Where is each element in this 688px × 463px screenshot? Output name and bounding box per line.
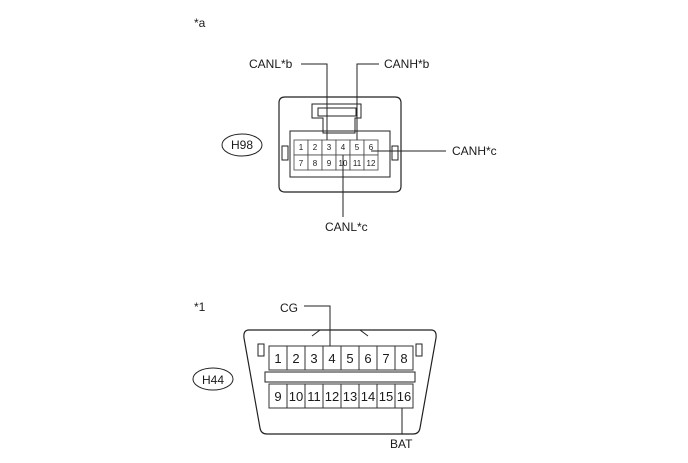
h98-connector-id: H98 [231,138,253,152]
h44-pin-row-upper [268,345,414,371]
top-diagram-marker: *a [194,16,206,30]
h98-pin-label: 5 [355,143,360,152]
h98-latch [311,103,362,134]
h44-pin-cell [394,383,414,409]
h98-latch-inner [317,107,357,117]
bottom-diagram-marker: *1 [194,300,206,314]
h44-key-notch [311,329,369,337]
callout-cg-leader [304,305,331,346]
h98-pin-grid: 1 2 3 4 5 6 7 8 9 10 11 12 [293,139,379,171]
h44-pin-label: 7 [382,351,389,366]
h44-pin-cell [394,345,414,371]
h44-pin-label: 2 [292,351,299,366]
h98-left-tab [281,145,289,161]
h98-pin-label: 3 [327,143,332,152]
callout-bat: BAT [390,437,413,451]
h44-pin-label: 9 [274,389,281,404]
h44-id-ellipse [192,367,234,391]
h44-pin-label: 11 [307,389,321,404]
h44-pin-label: 12 [325,389,339,404]
h44-pin-label: 15 [379,389,393,404]
h44-pin-label: 5 [346,351,353,366]
h98-pin-label: 11 [353,159,362,168]
top-connector-diagram: *a 1 2 3 4 5 6 [194,16,497,234]
h44-pin-label: 10 [289,389,303,404]
h98-id-ellipse [221,133,263,157]
callout-canl-b-leader [301,63,328,140]
callout-canh-b: CANH*b [384,57,430,71]
h44-center-bar [264,371,416,383]
h98-pin-label: 1 [299,143,304,152]
h44-pin-cell [268,345,288,371]
h44-pin-label: 8 [400,351,407,366]
h44-pin-row-lower [268,383,414,409]
h44-pin-label: 3 [310,351,317,366]
h98-right-tab [391,145,399,161]
h98-inner-housing [289,130,391,178]
h44-pin-label: 13 [343,389,357,404]
callout-canl-b: CANL*b [249,57,293,71]
h44-connector-id: H44 [202,373,224,387]
h44-pin-label: 6 [364,351,371,366]
h98-pin-cell [363,154,379,171]
h98-pin-label: 2 [313,143,318,152]
callout-cg: CG [280,301,298,315]
callout-canh-c: CANH*c [452,144,497,158]
h98-pin-label: 4 [341,143,346,152]
h44-pin-label: 1 [274,351,281,366]
h44-pin-label: 16 [397,389,411,404]
h98-pin-label: 6 [369,143,374,152]
h44-pin-label: 14 [361,389,375,404]
h98-pin-label: 8 [313,159,318,168]
h98-pin-label: 7 [299,159,304,168]
h98-pin-label: 12 [367,159,376,168]
bottom-connector-diagram: *1 [192,300,437,451]
h98-pin-label: 9 [327,159,332,168]
h44-right-tab [415,343,423,357]
h44-pin-label: 4 [328,351,335,366]
callout-canl-c: CANL*c [325,220,368,234]
h44-left-tab [257,343,265,357]
callout-canh-b-leader [356,63,379,140]
